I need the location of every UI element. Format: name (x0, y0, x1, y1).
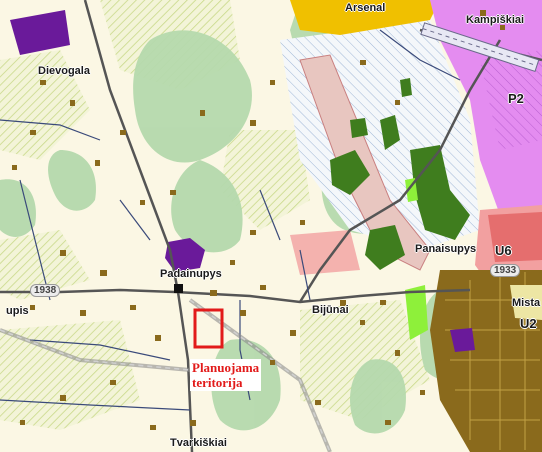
brown-urban-zone (430, 270, 542, 452)
planned-territory-label: Planuojama teritorija (190, 359, 262, 391)
place-label-upis: upis (6, 305, 29, 317)
runway (420, 22, 540, 73)
place-label-dievogala: Dievogala (38, 65, 90, 77)
planned-territory-label-line1: Planuojama (192, 360, 260, 375)
yellow-zone (290, 0, 440, 35)
place-label-arsenal: Arsenal (345, 2, 386, 14)
road-number-1938: 1938 (30, 284, 61, 297)
zone-label-p2: P2 (508, 91, 524, 106)
padainupys-building (174, 284, 183, 293)
place-label-panaisupys: Panaisupys (415, 243, 477, 255)
yellow-urban-block (510, 285, 542, 320)
scattered-buildings (12, 10, 505, 430)
place-label-kampiskiai: Kampiškiai (466, 14, 525, 26)
place-label-bijunai: Bijūnai (312, 304, 349, 316)
planned-territory-outline (193, 308, 224, 349)
planned-territory-label-line2: teritorija (192, 375, 243, 390)
violet-building-east (450, 328, 475, 352)
zone-label-u6: U6 (495, 243, 512, 258)
road-number-1933: 1933 (490, 264, 521, 277)
place-label-tvarkiskiai: Tvarkiškiai (170, 437, 227, 449)
place-label-padainupys: Padainupys (160, 268, 222, 280)
violet-building-padainupys (165, 238, 205, 272)
light-green-patch (405, 285, 428, 340)
place-label-mista: Mista (512, 297, 541, 309)
violet-building-dievogala (10, 10, 70, 55)
zone-label-u2: U2 (520, 316, 537, 331)
purple-hatched-zone (480, 50, 542, 150)
